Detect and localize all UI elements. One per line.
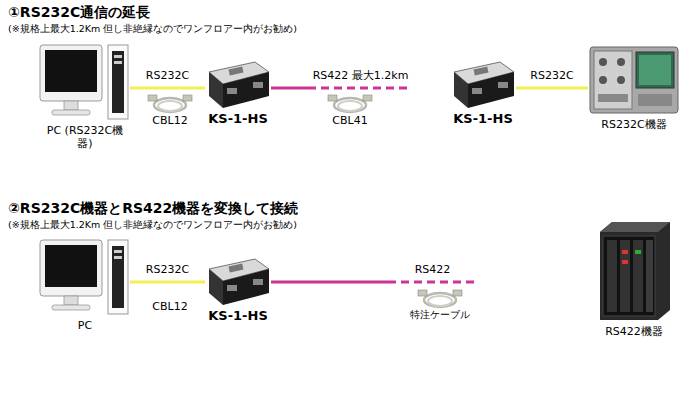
converter-node: KS-1-HS — [205, 259, 271, 324]
signal-line — [130, 281, 205, 284]
rs422-device — [600, 222, 670, 320]
line-label: RS422 最大1.2km — [311, 69, 411, 82]
signal-line — [516, 87, 588, 90]
device-node: RS422機器 — [594, 222, 674, 338]
signal-line — [271, 281, 594, 284]
rs232c-device — [590, 47, 678, 113]
line-label: RS422 — [413, 263, 453, 276]
node-label: PC (RS232C機器) — [40, 124, 130, 150]
cable-name: 特注ケーブル — [410, 309, 470, 320]
cable-name: CBL12 — [152, 300, 187, 313]
node-label: KS-1-HS — [205, 308, 271, 324]
icon-area — [205, 259, 271, 305]
device-node: RS232C機器 — [588, 47, 680, 131]
node-label: RS422機器 — [594, 325, 674, 338]
node-label: RS232C機器 — [588, 118, 680, 131]
icon-area — [594, 222, 674, 322]
converter-node: KS-1-HS — [450, 62, 516, 127]
converter-node: KS-1-HS — [205, 62, 271, 127]
icon-area — [450, 62, 516, 108]
node-label: KS-1-HS — [450, 111, 516, 127]
pc-node: PC — [40, 240, 130, 332]
icon-area — [205, 62, 271, 108]
line-label: RS232C — [144, 263, 191, 276]
icon-area — [40, 45, 130, 121]
icon-area — [40, 240, 130, 316]
signal-line — [130, 87, 205, 90]
note: (※規格上最大1.2Km 但し非絶縁なのでワンフロアー内がお勧め) — [8, 23, 297, 34]
line-label: RS232C — [144, 69, 191, 82]
pc-node: PC (RS232C機器) — [40, 45, 130, 150]
section-heading: ①RS232C通信の延長 — [8, 4, 150, 21]
node-label: KS-1-HS — [205, 111, 271, 127]
line-label: RS232C — [528, 69, 575, 82]
note: (※規格上最大1.2Km 但し非絶縁なのでワンフロアー内がお勧め) — [8, 219, 297, 230]
signal-line — [271, 87, 450, 90]
cable-name: CBL41 — [332, 114, 367, 127]
cable-name: CBL12 — [152, 114, 187, 127]
icon-area — [588, 47, 680, 115]
node-label: PC — [40, 319, 130, 332]
section-heading: ②RS232C機器とRS422機器を変換して接続 — [8, 200, 298, 217]
